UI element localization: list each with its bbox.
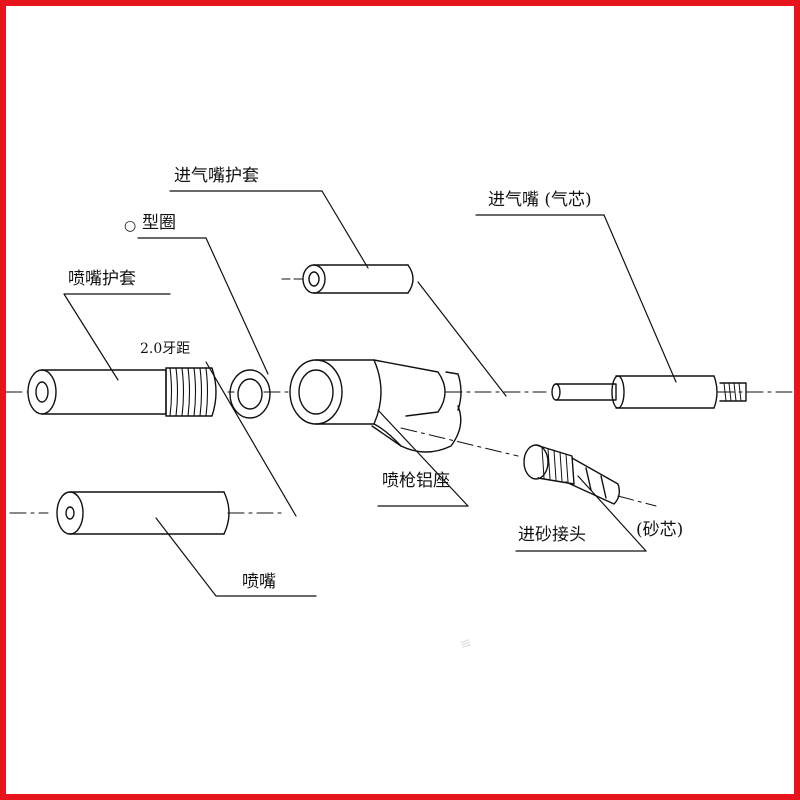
centerline-sand bbox=[400, 427, 657, 507]
leader-nozzle bbox=[155, 517, 317, 597]
leader-o-ring bbox=[137, 237, 269, 375]
o-ring-symbol-icon: ○ bbox=[124, 218, 137, 234]
intake-core-part bbox=[551, 375, 747, 409]
label-gun-base: 喷枪铝座 bbox=[382, 471, 450, 491]
sand-connector-thread bbox=[541, 446, 569, 483]
nozzle-cover-part bbox=[27, 367, 217, 417]
leader-intake-cover-extension bbox=[417, 281, 507, 397]
gun-base-part bbox=[289, 359, 462, 453]
label-nozzle-cover: 喷嘴护套 bbox=[68, 269, 136, 289]
leader-intake-core bbox=[475, 214, 677, 383]
intake-core-thread bbox=[723, 382, 742, 402]
label-nozzle: 喷嘴 bbox=[242, 572, 276, 592]
exploded-view-diagram bbox=[6, 190, 794, 597]
leader-gun-base bbox=[377, 409, 469, 507]
label-thread-pitch: 2.0牙距 bbox=[140, 341, 191, 357]
leader-sand-connector bbox=[515, 475, 647, 552]
label-o-ring: 型圈 bbox=[142, 213, 176, 233]
label-intake-nozzle-cover: 进气嘴护套 bbox=[174, 166, 259, 186]
nozzle-cover-thread bbox=[169, 367, 209, 417]
intake-cover-part bbox=[302, 264, 414, 294]
label-sand-core: (砂芯) bbox=[636, 520, 684, 540]
leader-thread-pitch bbox=[205, 361, 297, 517]
label-intake-nozzle-core: 进气嘴 (气芯) bbox=[488, 190, 592, 210]
sand-connector-part bbox=[523, 444, 621, 505]
leader-intake-cover bbox=[169, 190, 369, 269]
label-sand-connector: 进砂接头 bbox=[518, 525, 586, 545]
o-ring-part bbox=[229, 369, 271, 419]
nozzle-part bbox=[56, 491, 230, 535]
leader-nozzle-cover bbox=[63, 293, 171, 381]
